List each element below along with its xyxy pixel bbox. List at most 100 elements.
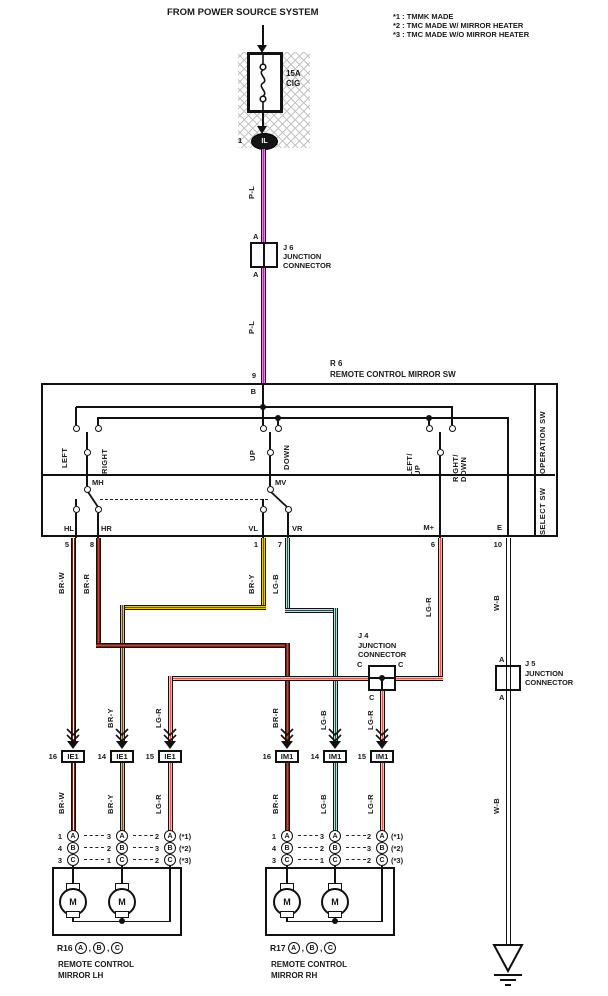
pin-number: 1 — [271, 832, 276, 841]
label-vl: VL — [248, 524, 258, 533]
fusebox-tap-connector: IL — [251, 133, 278, 150]
stub — [75, 407, 77, 425]
terminal-b: B — [376, 842, 388, 854]
contact-vr — [284, 505, 292, 513]
mirror-lh-caption: R16 A , B , C — [57, 942, 124, 954]
label-hr: HR — [101, 524, 112, 533]
contact-left-up — [425, 424, 433, 432]
switch-arm — [439, 431, 441, 449]
label-left-up: LEFT/ UP — [405, 453, 422, 476]
r6-section-divider — [43, 474, 555, 476]
wire-bry — [260, 538, 266, 610]
stub — [97, 512, 99, 538]
j5-pin-bottom: A — [499, 693, 505, 702]
terminal-a: A — [67, 830, 79, 842]
legend-item: *3 : TMC MADE W/O MIRROR HEATER — [393, 30, 530, 39]
connector-im1: IM1 — [275, 750, 299, 763]
label-right: RIGHT — [100, 448, 109, 474]
mirror-lh-name: REMOTE CONTROL — [58, 960, 134, 969]
wire-lgr — [167, 763, 173, 831]
e-line — [507, 418, 509, 537]
page-title: FROM POWER SOURCE SYSTEM — [167, 7, 319, 18]
power-feed-line — [262, 25, 264, 46]
label-hl: HL — [64, 524, 74, 533]
j5-pin-top: A — [499, 655, 505, 664]
wire-wb — [505, 538, 511, 946]
contact-right-down — [448, 424, 456, 432]
wire-label-brr: BR-R — [82, 573, 91, 594]
contact-up — [259, 424, 267, 432]
r6-label-column — [534, 385, 536, 535]
label-up: UP — [248, 449, 257, 461]
label-m-plus: M+ — [423, 523, 434, 532]
connector-arrow-icons — [66, 728, 389, 743]
motor-cap — [328, 911, 342, 918]
stub — [287, 512, 289, 538]
terminal-a: A — [74, 942, 87, 954]
variant-note: (*2) — [179, 844, 192, 853]
terminal-b: B — [116, 842, 128, 854]
down-arrow-icon — [257, 126, 267, 134]
junction-dot — [379, 675, 385, 681]
wire-label-brr: BR-R — [271, 793, 280, 814]
motor-cap — [66, 911, 80, 918]
pin-number: 3 — [366, 844, 371, 853]
j4-pin-bottom: C — [369, 693, 375, 702]
motor-lh-horizontal: M — [59, 888, 87, 916]
stub — [262, 499, 264, 506]
j6-name: CONNECTOR — [283, 261, 332, 270]
mirror-rh-id: R17 — [270, 943, 286, 953]
terminal-c: C — [329, 854, 341, 866]
label-down: DOWN — [282, 444, 291, 470]
bus-line-b — [97, 417, 509, 419]
pin-number: 3 — [154, 844, 159, 853]
label-left: LEFT — [60, 447, 69, 468]
pin-number: 3 — [319, 832, 324, 841]
im1-pin: 15 — [357, 752, 366, 761]
wire-lgr — [437, 538, 443, 681]
label-right-down: RIGHT/ DOWN — [451, 454, 468, 482]
stub — [262, 512, 264, 538]
mirror-rh-name: REMOTE CONTROL — [271, 960, 347, 969]
wire-label-bry: BR-Y — [106, 794, 115, 814]
wire-label-lgb: LG-B — [319, 794, 328, 814]
pole-line — [269, 455, 271, 486]
terminal-b: B — [329, 842, 341, 854]
stub — [428, 418, 430, 425]
connector-ie1: IE1 — [61, 750, 85, 763]
terminal-b: B — [164, 842, 176, 854]
pin-number: 2 — [106, 844, 111, 853]
pin-vr: 7 — [277, 540, 282, 549]
variant-note: (*1) — [391, 832, 404, 841]
ie1-pin: 15 — [145, 752, 154, 761]
junction-dot — [260, 404, 266, 410]
wire-label-lgr: LG-R — [154, 794, 163, 814]
wire-label-bry: BR-Y — [106, 708, 115, 728]
wire-label-lgb: LG-B — [271, 574, 280, 594]
terminal-c: C — [281, 854, 293, 866]
pin-number: 1 — [57, 832, 62, 841]
pole-mh — [83, 485, 91, 493]
legend-item: *1 : TMMK MADE — [393, 12, 454, 21]
pole-ud — [266, 448, 274, 456]
variant-note: (*2) — [391, 844, 404, 853]
pin-e: 10 — [493, 540, 502, 549]
terminal-c: C — [111, 942, 124, 954]
mirror-lh-name: MIRROR LH — [58, 971, 104, 980]
j5-name: JUNCTION — [525, 669, 564, 678]
wire-label-lgr: LG-R — [154, 708, 163, 728]
terminal-a: A — [287, 942, 300, 954]
stub — [75, 512, 77, 538]
section-operation-sw: OPERATION SW — [538, 411, 547, 474]
pin-number: 4 — [271, 844, 276, 853]
wire-lgb — [284, 538, 290, 613]
wire-lgr — [379, 690, 385, 744]
contact-left — [72, 424, 80, 432]
wire-bry — [119, 763, 125, 831]
variant-note: (*3) — [391, 856, 404, 865]
fuse-out-line — [262, 113, 264, 127]
j5-id: J 5 — [525, 659, 536, 668]
dash-link — [133, 835, 153, 836]
wire-bry — [119, 604, 125, 744]
